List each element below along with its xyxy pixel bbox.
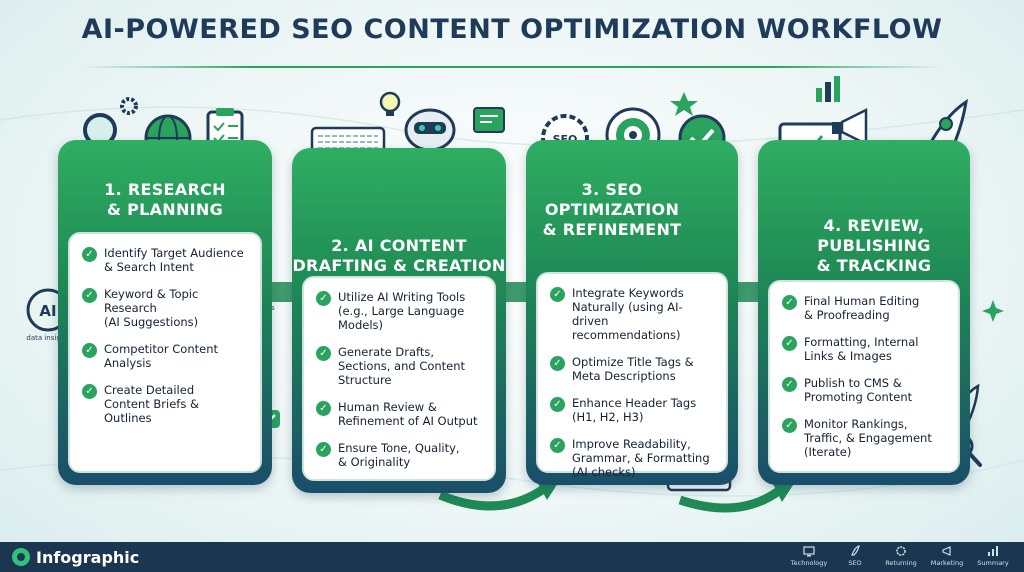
title-divider <box>80 66 944 68</box>
page-title: AI-POWERED SEO CONTENT OPTIMIZATION WORK… <box>81 14 943 45</box>
brand-label: Infographic <box>36 547 140 567</box>
footer-nav-seo[interactable]: SEO <box>832 544 878 567</box>
step-body: ✓ Utilize AI Writing Tools(e.g., Large L… <box>302 276 496 481</box>
code-screen-icon <box>473 107 505 133</box>
check-icon: ✓ <box>316 291 331 306</box>
svg-text:AI: AI <box>39 302 56 320</box>
data-insights-label: data insights <box>26 334 72 342</box>
check-icon: ✓ <box>82 288 97 303</box>
summary-chart-icon <box>988 546 998 556</box>
list-item: ✓ Optimize Title Tags &Meta Descriptions <box>550 355 718 383</box>
list-item: ✓ Monitor Rankings,Traffic, & Engagement… <box>782 417 950 459</box>
list-item: ✓ Utilize AI Writing Tools(e.g., Large L… <box>316 290 486 332</box>
check-icon: ✓ <box>550 287 565 302</box>
list-item: ✓ Identify Target Audience& Search Inten… <box>82 246 252 274</box>
step-card-publishing: 4. REVIEW, PUBLISHING & TRACKING ✓ Final… <box>758 140 970 485</box>
check-icon: ✓ <box>782 377 797 392</box>
technology-icon <box>803 546 815 557</box>
footer-nav-summary[interactable]: Summary <box>970 544 1016 567</box>
lightbulb-icon <box>379 91 401 116</box>
megaphone-icon <box>832 107 868 147</box>
step-heading: 1. RESEARCH & PLANNING <box>104 180 226 219</box>
step-items: ✓ Identify Target Audience& Search Inten… <box>82 246 252 438</box>
footer-nav-marketing[interactable]: Marketing <box>924 544 970 567</box>
step-card-drafting: 2. AI CONTENT DRAFTING & CREATION ✓ Util… <box>292 148 506 493</box>
check-icon: ✓ <box>550 397 565 412</box>
check-icon: ✓ <box>82 247 97 262</box>
footer-brand[interactable]: Infographic <box>12 546 139 568</box>
check-icon: ✓ <box>316 442 331 457</box>
step-items: ✓ Final Human Editing& Proofreading ✓ Fo… <box>782 294 950 472</box>
step-body: ✓ Final Human Editing& Proofreading ✓ Fo… <box>768 280 960 473</box>
footer-nav-technology[interactable]: Technology <box>786 544 832 567</box>
growth-chart-icon <box>816 76 840 102</box>
step-body: ✓ Identify Target Audience& Search Inten… <box>68 232 262 473</box>
footer-nav-returning[interactable]: Returning <box>878 544 924 567</box>
marketing-megaphone-icon <box>942 546 951 556</box>
gear-icon <box>120 97 138 115</box>
footer-bar: Infographic Technology SEO Returning Mar… <box>0 542 1024 572</box>
step-card-seo: 3. SEO OPTIMIZATION & REFINEMENT ✓ Integ… <box>526 140 738 485</box>
list-item: ✓ Ensure Tone, Quality,& Originality <box>316 441 486 469</box>
check-icon: ✓ <box>550 438 565 453</box>
check-icon: ✓ <box>316 346 331 361</box>
curve-arrow-2-icon <box>678 486 783 513</box>
list-item: ✓ Enhance Header Tags(H1, H2, H3) <box>550 396 718 424</box>
check-icon: ✓ <box>82 343 97 358</box>
step-items: ✓ Utilize AI Writing Tools(e.g., Large L… <box>316 290 486 482</box>
returning-gear-icon <box>896 546 906 556</box>
check-icon: ✓ <box>782 418 797 433</box>
list-item: ✓ Final Human Editing& Proofreading <box>782 294 950 322</box>
check-icon: ✓ <box>550 356 565 371</box>
list-item: ✓ Improve Readability,Grammar, & Formatt… <box>550 437 718 479</box>
list-item: ✓ Human Review &Refinement of AI Output <box>316 400 486 428</box>
check-icon: ✓ <box>782 295 797 310</box>
check-icon: ✓ <box>316 401 331 416</box>
check-icon: ✓ <box>82 384 97 399</box>
step-heading: 2. AI CONTENT DRAFTING & CREATION <box>292 236 506 275</box>
brand-logo-icon <box>12 548 30 566</box>
seo-rocket-icon <box>851 545 860 556</box>
star-icon <box>670 92 698 116</box>
step-heading: 4. REVIEW, PUBLISHING & TRACKING <box>816 216 932 275</box>
step-card-research: 1. RESEARCH & PLANNING ✓ Identify Target… <box>58 140 272 485</box>
check-icon: ✓ <box>782 336 797 351</box>
list-item: ✓ Publish to CMS &Promoting Content <box>782 376 950 404</box>
footer-nav: Technology SEO Returning Marketing Summa… <box>786 544 1016 567</box>
sparkle-icon <box>982 300 1004 322</box>
step-heading: 3. SEO OPTIMIZATION & REFINEMENT <box>542 180 682 239</box>
